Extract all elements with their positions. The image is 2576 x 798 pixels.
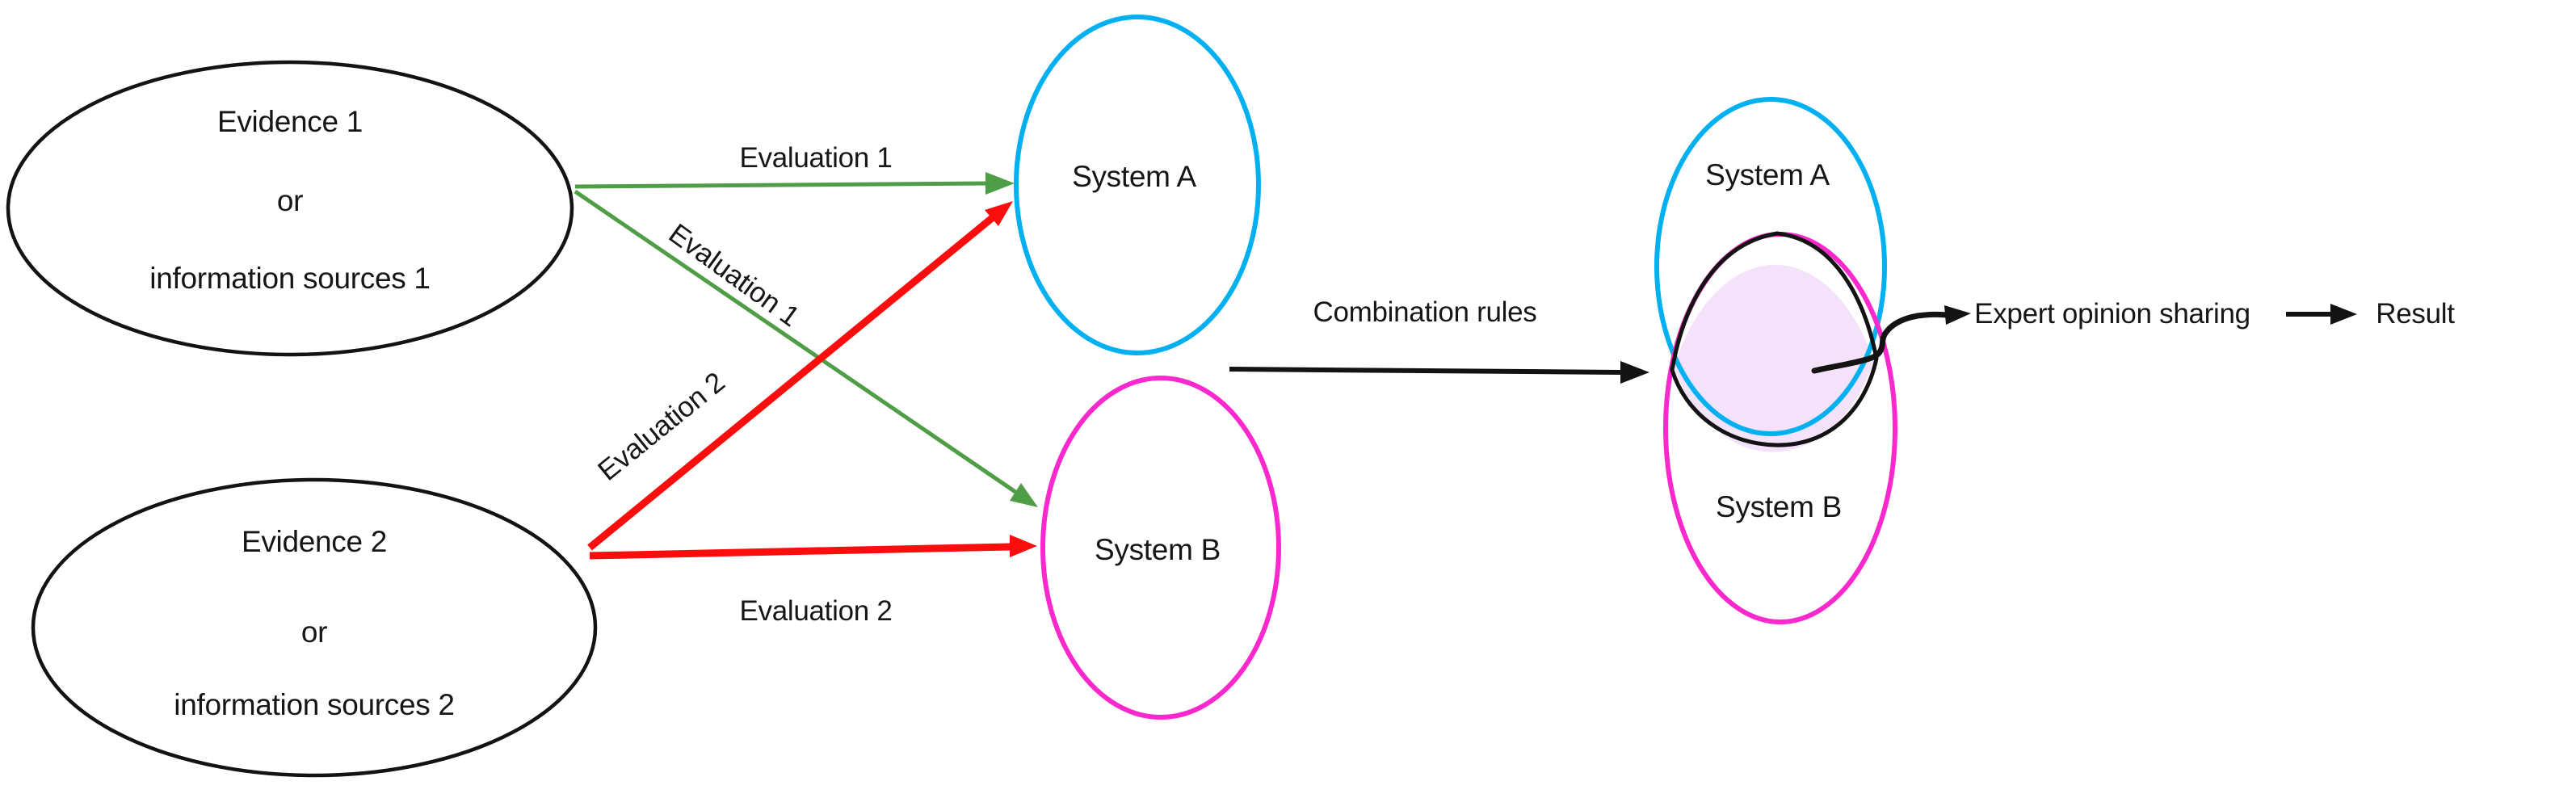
green-arrowhead-top bbox=[985, 172, 1015, 195]
venn-system-b-label: System B bbox=[1716, 490, 1842, 523]
venn-diagram: System A System B bbox=[1654, 97, 1897, 624]
evaluation-1-diagonal-label: Evaluation 1 bbox=[663, 217, 805, 333]
green-arrowhead-diagonal bbox=[1010, 483, 1038, 507]
red-arrow-line-bottom bbox=[589, 543, 1011, 560]
combination-rules-arrow: Combination rules bbox=[1229, 296, 1649, 384]
evidence-1-node: Evidence 1 or information sources 1 bbox=[6, 60, 574, 357]
evidence-2-ellipse bbox=[31, 477, 598, 778]
system-a-label: System A bbox=[1072, 160, 1196, 193]
combination-arrow-line bbox=[1229, 367, 1621, 375]
red-arrowhead-diagonal bbox=[985, 201, 1013, 226]
system-b-label: System B bbox=[1095, 533, 1221, 566]
system-a-ellipse bbox=[1014, 15, 1261, 355]
evaluation-1-top-label: Evaluation 1 bbox=[739, 142, 892, 174]
evidence-2-line3: information sources 2 bbox=[174, 688, 454, 721]
evaluation-arrow-1-to-a: Evaluation 1 bbox=[574, 142, 1015, 195]
squiggle-arrow-line bbox=[1811, 311, 1950, 374]
evidence-1-line3: information sources 1 bbox=[149, 262, 430, 295]
result-arrowhead bbox=[2330, 304, 2357, 325]
expert-opinion-sharing-label: Expert opinion sharing bbox=[1974, 298, 2250, 330]
red-arrow-line-diagonal bbox=[587, 215, 994, 551]
system-b-ellipse bbox=[1040, 376, 1281, 720]
red-arrowhead-bottom bbox=[1010, 535, 1037, 557]
combination-rules-label: Combination rules bbox=[1313, 296, 1537, 328]
squiggle-arrowhead bbox=[1944, 305, 1971, 325]
result-label: Result bbox=[2376, 298, 2455, 330]
evidence-1-line1: Evidence 1 bbox=[217, 105, 363, 138]
expert-callout-arrow bbox=[1811, 305, 1971, 374]
combination-arrowhead bbox=[1620, 361, 1649, 384]
system-a-node: System A bbox=[1014, 15, 1261, 355]
venn-intersection-fill bbox=[1674, 264, 1874, 452]
evaluation-2-diagonal-label: Evaluation 2 bbox=[592, 366, 730, 486]
evidence-1-ellipse bbox=[6, 60, 574, 357]
evaluation-arrow-2-to-b: Evaluation 2 bbox=[589, 535, 1037, 627]
evidence-2-line2: or bbox=[301, 615, 327, 649]
result-arrow bbox=[2286, 304, 2357, 325]
venn-system-a-circle bbox=[1654, 97, 1887, 436]
evidence-1-line2: or bbox=[277, 184, 303, 217]
green-arrow-line-diagonal bbox=[574, 189, 1017, 494]
venn-system-a-label: System A bbox=[1705, 158, 1830, 191]
evidence-2-node: Evidence 2 or information sources 2 bbox=[31, 477, 598, 778]
evaluation-arrow-2-to-a: Evaluation 2 bbox=[587, 201, 1013, 551]
evaluation-2-bottom-label: Evaluation 2 bbox=[739, 595, 892, 627]
green-arrow-line-top bbox=[574, 181, 988, 189]
evidence-2-line1: Evidence 2 bbox=[242, 525, 387, 558]
system-b-node: System B bbox=[1040, 376, 1281, 720]
